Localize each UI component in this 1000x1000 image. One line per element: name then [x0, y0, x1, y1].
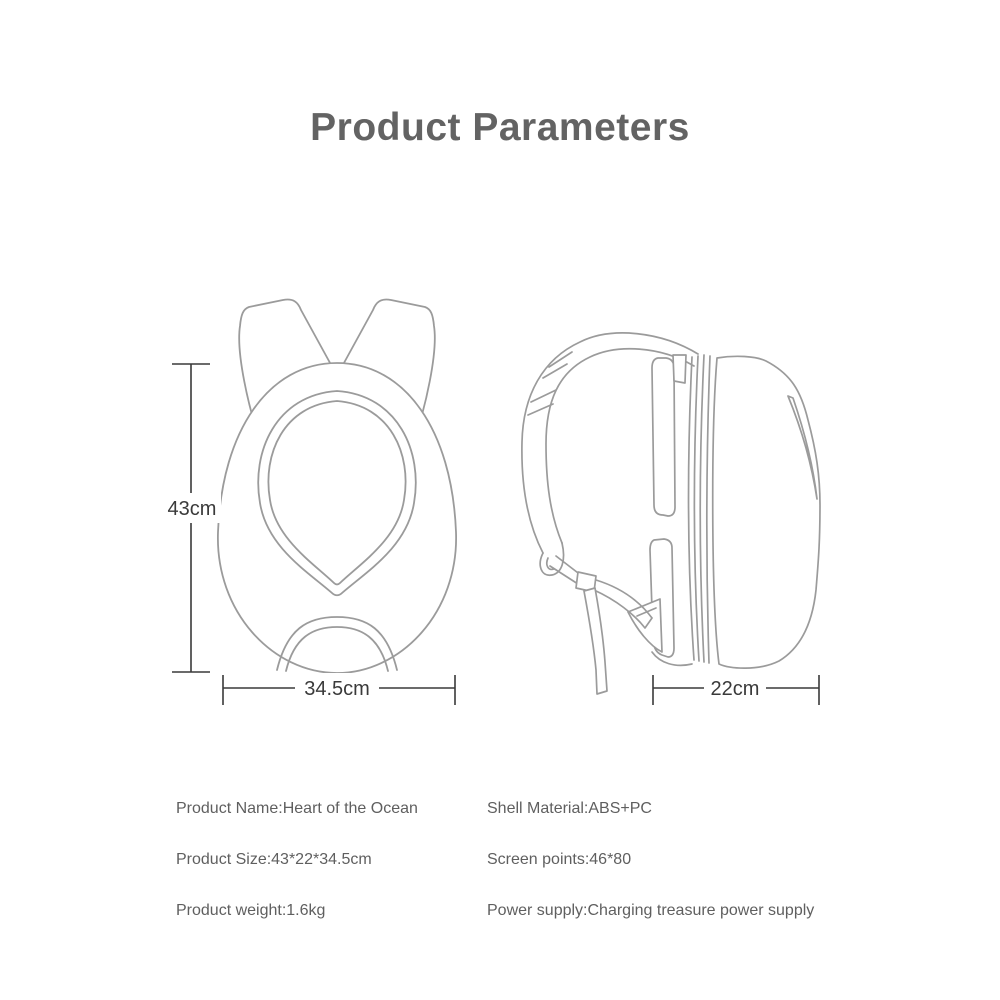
- height-dimension-label: 43cm: [168, 498, 217, 520]
- side-webbing: [593, 579, 653, 629]
- front-teardrop-outer: [257, 390, 417, 597]
- width-dimension-label: 34.5cm: [304, 678, 370, 700]
- spec-row: Product Size:43*22*34.5cm Screen points:…: [0, 851, 1000, 873]
- front-bottom-arc-inner: [285, 626, 389, 672]
- spec-screen-points: Screen points:46*80: [487, 851, 632, 868]
- side-body: [711, 355, 821, 669]
- backpack-front-view-drawing: [217, 298, 457, 674]
- spec-product-weight: Product weight:1.6kg: [176, 902, 326, 919]
- spec-shell-material: Shell Material:ABS+PC: [487, 800, 652, 817]
- depth-dimension: 22cm: [652, 673, 820, 705]
- side-strap-hook-detail: [545, 557, 555, 571]
- spec-row: Product weight:1.6kg Power supply:Chargi…: [0, 902, 1000, 924]
- front-bottom-arc-outer: [276, 616, 398, 671]
- side-strap-stripes: [527, 351, 573, 416]
- side-bottom-edge: [651, 651, 693, 667]
- side-strap-bottom-loop: [539, 542, 565, 576]
- side-strap-outer: [521, 332, 699, 554]
- width-dimension: 34.5cm: [222, 673, 456, 705]
- side-strap-tab: [672, 354, 687, 384]
- side-lid-seam: [787, 395, 818, 500]
- spec-product-name: Product Name:Heart of the Ocean: [176, 800, 418, 817]
- height-dimension: 43cm: [163, 363, 221, 673]
- depth-dimension-label: 22cm: [711, 678, 760, 700]
- side-dangling-strap: [583, 587, 608, 695]
- spec-product-size: Product Size:43*22*34.5cm: [176, 851, 372, 868]
- front-teardrop-inner: [267, 400, 407, 586]
- dimension-lines: 43cm 34.5cm 22cm: [163, 363, 820, 705]
- side-seam-lines: [687, 354, 711, 664]
- spec-power-supply: Power supply:Charging treasure power sup…: [487, 902, 815, 919]
- spec-row: Product Name:Heart of the Ocean Shell Ma…: [0, 800, 1000, 822]
- page-title: Product Parameters: [310, 106, 690, 149]
- side-bottom-flap: [627, 598, 663, 653]
- backpack-side-view-drawing: [521, 332, 821, 695]
